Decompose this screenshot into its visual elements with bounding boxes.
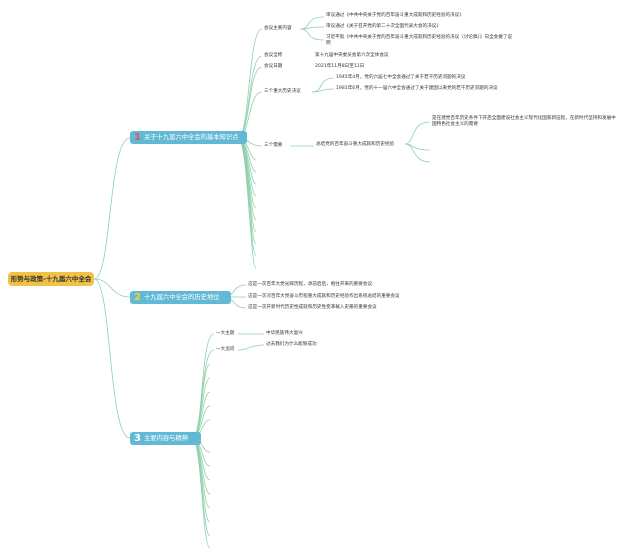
node-question-value[interactable]: 过去我们为什么能够成功 [266, 342, 317, 347]
node-needs-label[interactable]: 三个需要 [264, 143, 283, 148]
node-resolution-item[interactable]: 1981年6月，党的十一届六中全会通过了关于建国以来党的若干历史问题的决议 [336, 86, 498, 91]
topic-label: 十九届六中全会的历史地位 [143, 294, 220, 301]
topic-number: 1 [134, 132, 141, 143]
topic-number: 3 [134, 433, 141, 444]
topic-label: 关于十九届六中全会的基本知识点 [143, 134, 239, 141]
node-full-name-value[interactable]: 第十九届中央委员会第六次全体会议 [315, 53, 389, 58]
node-status-item[interactable]: 这是一次对百年大党奋斗历程重大成就和历史经验作出系统总结的重要会议 [248, 294, 400, 299]
topic-number: 2 [134, 292, 141, 303]
node-needs-sub[interactable]: 总结党的百年奋斗重大成就和历史经验 [316, 142, 395, 147]
node-meeting-content[interactable]: 会议主要内容 [264, 26, 292, 31]
root-node[interactable]: 形势与政策-十九届六中全会 [8, 272, 94, 286]
node-date-value[interactable]: 2021年11月8日至11日 [315, 64, 365, 69]
node-content-item[interactable]: 审议通过《关于召开党的第二十次全国代表大会的决议》 [326, 24, 441, 29]
node-date-label[interactable]: 会议日期 [264, 64, 283, 69]
node-theme-label[interactable]: 一大主题 [216, 331, 235, 336]
node-theme-value[interactable]: 中华民族伟大复兴 [266, 331, 303, 336]
node-resolutions-label[interactable]: 三个重大历史决议 [264, 89, 301, 94]
node-resolution-item[interactable]: 1945年4月，党的六届七中全会通过了关于若干历史问题的决议 [336, 75, 466, 80]
node-content-item[interactable]: 审议通过《中共中央关于党的百年奋斗重大成就和历史经验的决议》 [326, 13, 464, 18]
node-status-item[interactable]: 这是一次百年大党光辉历程，承前启后，继往开来的重要会议 [248, 282, 373, 287]
node-full-name-label[interactable]: 会议全称 [264, 53, 283, 58]
topic-label: 主要内容与精神 [143, 435, 189, 442]
node-question-label[interactable]: 一大追问 [216, 347, 235, 352]
node-content-item[interactable]: 习近平就《中共中央关于党的百年奋斗重大成就和历史经验的决议（讨论稿）》向全会做了… [326, 35, 513, 46]
node-status-item[interactable]: 这是一次开新时代历史性成就和历史性变革载入史册的重要会议 [248, 305, 377, 310]
node-needs-detail[interactable]: 是在建党百年历史条件下开启全面建设社会主义现代化国家新征程，在新时代坚持和发展中… [432, 116, 616, 127]
